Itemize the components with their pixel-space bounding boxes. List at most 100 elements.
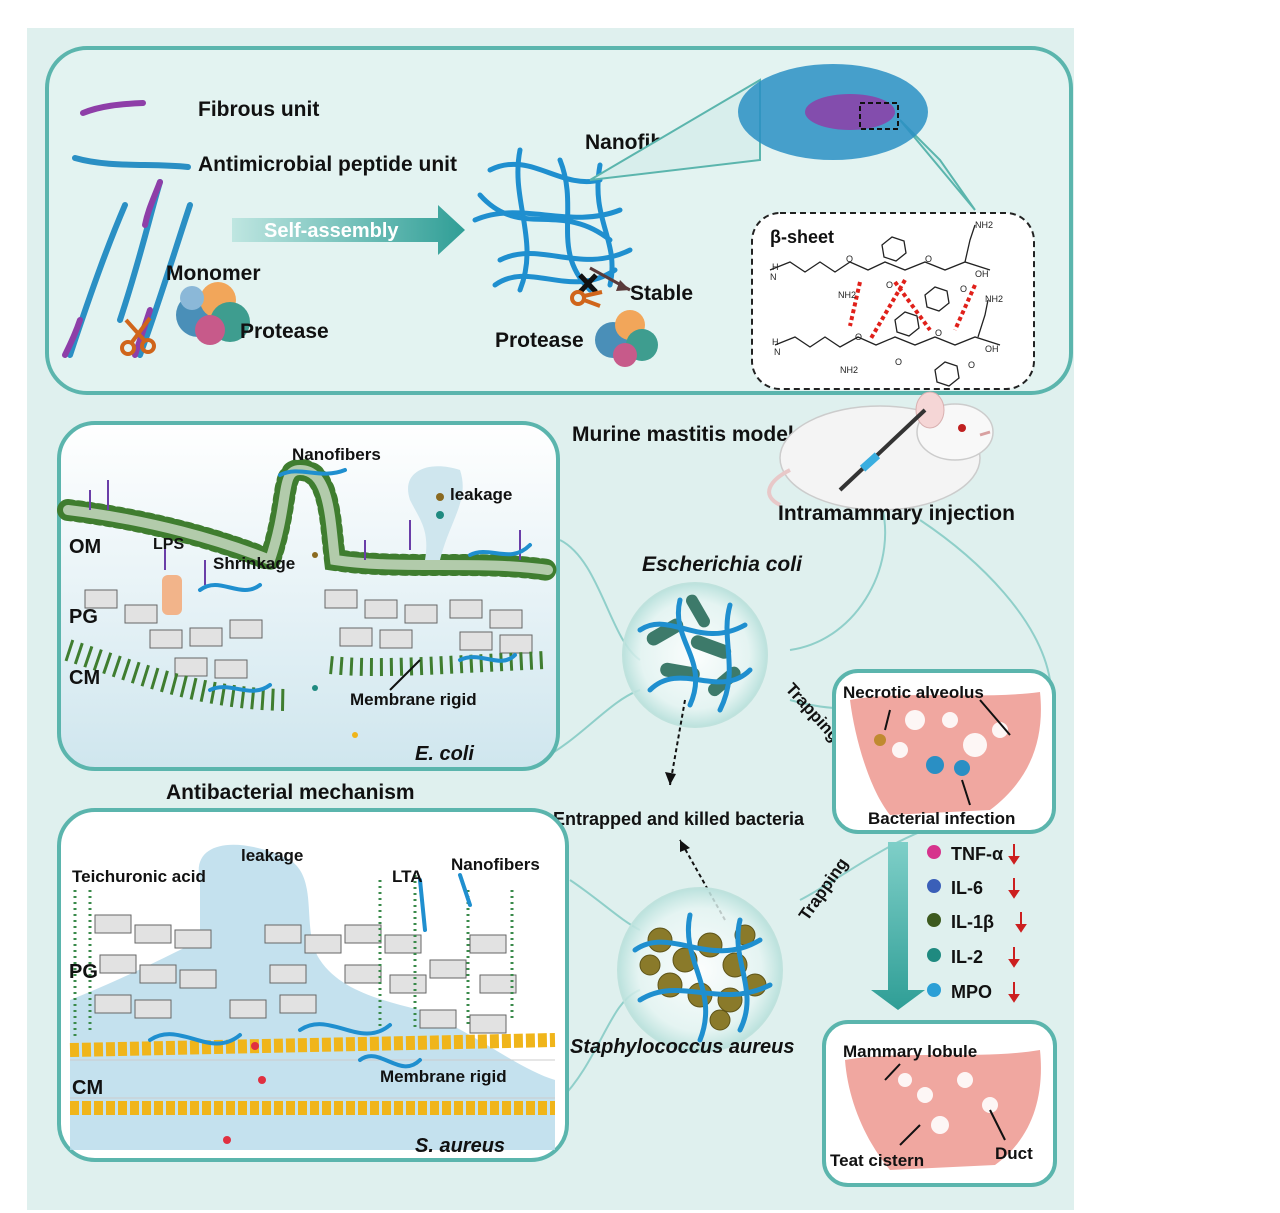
saureus-lipid-bilayer	[69, 1033, 556, 1115]
necrotic-arrow-2	[979, 699, 1011, 736]
svg-text:O: O	[960, 284, 967, 294]
saureus-nanofibers	[148, 873, 472, 1069]
label-protease-right: Protease	[495, 329, 584, 352]
label-self-assembly: Self-assembly	[264, 220, 399, 242]
label-intramammary-injection: Intramammary injection	[778, 502, 1015, 525]
label-lta: LTA	[392, 867, 423, 886]
label-shrinkage: Shrinkage	[213, 554, 295, 573]
label-saureus-pg: PG	[69, 961, 98, 983]
ecoli-sphere	[622, 582, 768, 728]
protease-blob-right	[595, 310, 658, 367]
infected-alveoli	[892, 710, 1008, 758]
ecoli-sphere-fibers	[637, 597, 753, 713]
lobule-arrow	[884, 1063, 901, 1081]
label-murine-model: Murine mastitis model	[572, 423, 794, 446]
saureus-sphere-fibers	[632, 912, 773, 1043]
leakage-dot-red-2	[258, 1076, 266, 1084]
svg-text:O: O	[846, 254, 853, 264]
decrease-arrows	[1008, 844, 1027, 1003]
necrotic-arrow	[884, 709, 891, 731]
svg-text:O: O	[935, 328, 942, 338]
leakage-dot	[436, 493, 444, 501]
label-teat-cistern: Teat cistern	[830, 1151, 924, 1170]
label-necrotic-alveolus: Necrotic alveolus	[843, 683, 984, 702]
label-om: OM	[69, 536, 101, 558]
svg-text:H: H	[772, 262, 779, 272]
label-ecoli-membrane-rigid: Membrane rigid	[350, 690, 477, 709]
lps-channel	[162, 575, 182, 615]
chem-labels: HN NH2 NH2 NH2 NH2 OH OH OO OO OO OO HN	[770, 220, 1003, 375]
label-saureus-sphere: Staphylococcus aureus	[570, 1036, 795, 1058]
label-ecoli-sphere: Escherichia coli	[642, 553, 803, 576]
marker-label-il6: IL-6	[951, 878, 983, 898]
leakage-dot-2	[436, 511, 444, 519]
healthy-tissue	[845, 1050, 1041, 1170]
label-ecoli-leakage: leakage	[450, 485, 512, 504]
protease-blob-left	[176, 282, 250, 345]
marker-label-tnf: TNF-α	[951, 844, 1003, 864]
ecoli-nanofibers	[198, 468, 532, 693]
teat-arrow	[899, 1124, 921, 1146]
label-lps: LPS	[153, 536, 184, 553]
label-monomer: Monomer	[166, 262, 261, 285]
saureus-peptidoglycan	[94, 914, 517, 1034]
label-mammary-lobule: Mammary lobule	[843, 1042, 977, 1061]
marker-label-il2: IL-2	[951, 947, 983, 967]
monomers	[62, 179, 193, 358]
membrane-rigid-arrow-ecoli	[389, 659, 421, 691]
svg-text:O: O	[968, 360, 975, 370]
label-saureus-species: S. aureus	[415, 1135, 505, 1157]
svg-text:OH: OH	[975, 269, 989, 279]
svg-text:H: H	[772, 337, 779, 347]
fibrous-unit-line	[80, 100, 146, 116]
label-duct: Duct	[995, 1144, 1033, 1163]
leakage-dot-red-1	[251, 1042, 259, 1050]
leakage-dot-red-3	[223, 1136, 231, 1144]
leakage-dot-4	[312, 685, 318, 691]
marker-list: TNF-α IL-6 IL-1β IL-2 MPO	[927, 844, 1003, 1002]
blocked-x-icon	[578, 273, 598, 294]
lps-chains	[89, 480, 521, 585]
svg-text:O: O	[855, 332, 862, 342]
label-ecoli-cm: CM	[69, 667, 100, 689]
ecoli-peptidoglycan	[84, 589, 533, 679]
infection-arrow	[961, 779, 971, 806]
svg-text:O: O	[925, 254, 932, 264]
marker-label-il1b: IL-1β	[951, 912, 994, 932]
scissors-icon-right	[570, 290, 603, 308]
nanofiber-core	[805, 94, 895, 130]
self-assembly-arrow	[232, 205, 465, 255]
label-saureus-leakage: leakage	[241, 846, 303, 865]
ecoli-leakage-bubble	[408, 466, 463, 560]
zoom-box	[859, 102, 899, 130]
label-antibacterial-mechanism: Antibacterial mechanism	[166, 781, 415, 804]
infected-tissue	[850, 692, 1041, 815]
duct-arrow	[989, 1109, 1006, 1141]
svg-text:O: O	[886, 280, 893, 290]
teichuronic-chains	[73, 875, 514, 1040]
label-beta-sheet: β-sheet	[770, 227, 834, 247]
leakage-dot-5	[352, 732, 358, 738]
svg-text:O: O	[895, 357, 902, 367]
label-ecoli-nanofibers: Nanofibers	[292, 445, 381, 464]
mouse-illustration	[767, 391, 994, 511]
peptide-unit-line	[72, 155, 191, 170]
scissors-icon	[120, 316, 156, 356]
svg-text:NH2: NH2	[840, 365, 858, 375]
label-saureus-membrane-rigid: Membrane rigid	[380, 1067, 507, 1086]
marker-dot-mpo	[927, 983, 941, 997]
svg-text:NH2: NH2	[985, 294, 1003, 304]
hydrogen-bonds	[848, 278, 977, 342]
label-bacterial-infection: Bacterial infection	[868, 809, 1015, 828]
label-ecoli-species: E. coli	[415, 743, 474, 765]
svg-text:N: N	[770, 272, 777, 282]
marker-dot-il6	[927, 879, 941, 893]
svg-text:N: N	[774, 347, 781, 357]
label-teichuronic-acid: Teichuronic acid	[72, 867, 206, 886]
recovery-arrow	[871, 842, 925, 1010]
label-saureus-nanofibers: Nanofibers	[451, 855, 540, 874]
svg-text:NH2: NH2	[975, 220, 993, 230]
label-fibrous-unit: Fibrous unit	[198, 98, 319, 121]
label-saureus-cm: CM	[72, 1077, 103, 1099]
